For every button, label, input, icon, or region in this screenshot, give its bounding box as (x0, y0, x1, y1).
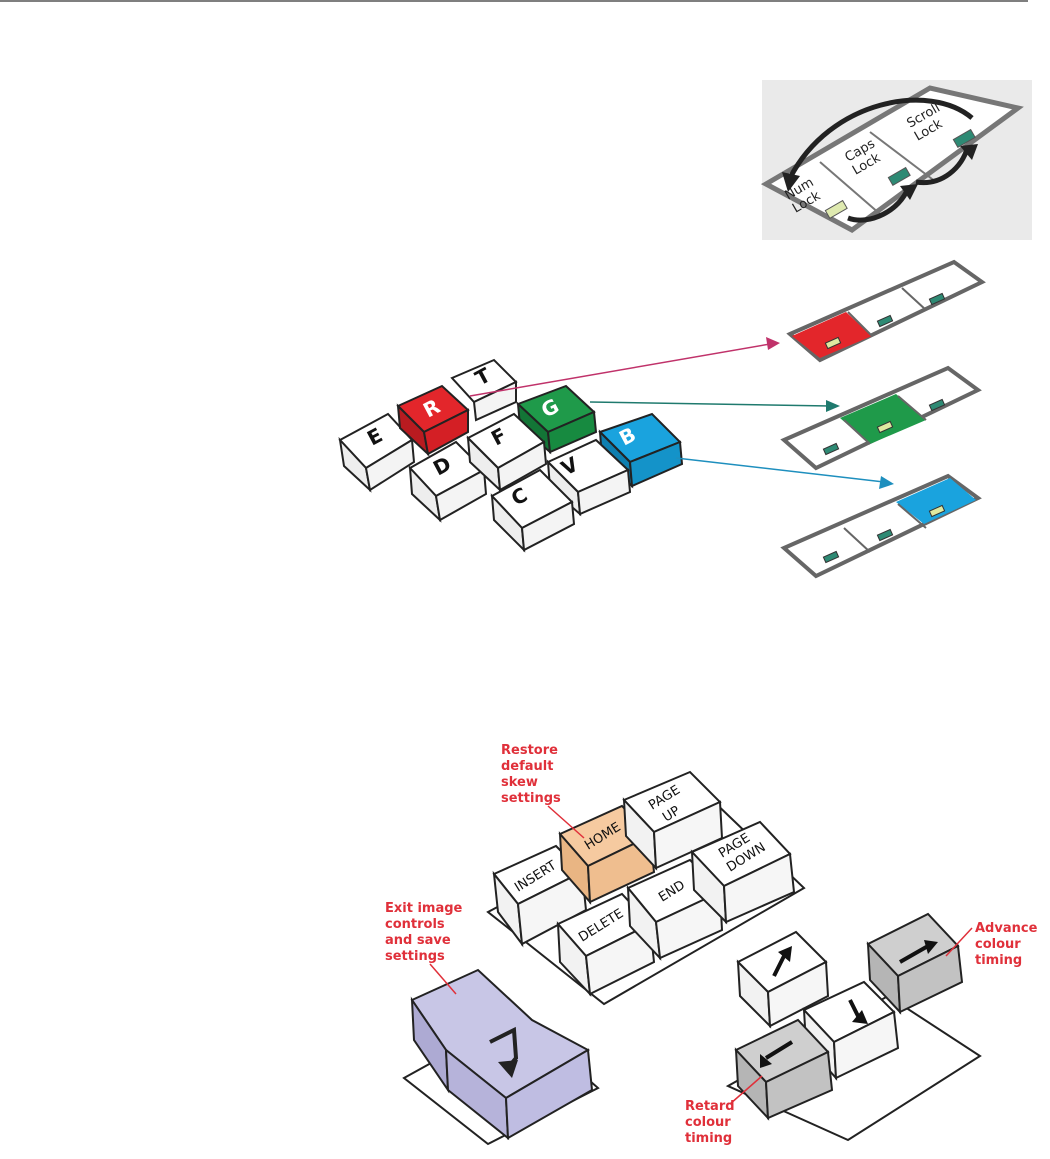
red-arrow (470, 344, 770, 396)
blue-arrow (676, 458, 884, 482)
callout-retard: Retard colour timing (685, 1076, 762, 1146)
strip-num-lock-lit (790, 262, 982, 360)
callout-restore-line-3: skew (501, 775, 538, 790)
callout-restore-line-1: Restore (501, 743, 558, 758)
callout-retard-line-3: timing (685, 1131, 732, 1146)
strip-scroll-lock-lit (784, 476, 978, 576)
callout-retard-line-2: colour (685, 1115, 731, 1130)
strip-caps-lock-lit (784, 368, 978, 468)
callout-advance-line-1: Advance (975, 921, 1038, 936)
lock-cycle-panel: Num Lock Caps Lock Scroll Lock (762, 80, 1032, 240)
callout-exit-line-4: settings (385, 949, 445, 964)
callout-exit-line-2: controls (385, 917, 445, 932)
callout-restore-line-2: default (501, 759, 553, 774)
arrow-key-cluster (728, 914, 980, 1140)
callout-advance-line-3: timing (975, 953, 1022, 968)
enter-key (404, 970, 598, 1144)
callout-restore: Restore default skew settings (501, 743, 584, 838)
green-arrow (590, 402, 830, 406)
callout-advance-line-2: colour (975, 937, 1021, 952)
key-right-arrow (868, 914, 962, 1012)
callout-exit: Exit image controls and save settings (385, 901, 463, 994)
callout-restore-line-4: settings (501, 791, 561, 806)
callout-retard-line-1: Retard (685, 1099, 735, 1114)
callout-exit-line-1: Exit image (385, 901, 463, 916)
callout-exit-line-3: and save (385, 933, 451, 948)
